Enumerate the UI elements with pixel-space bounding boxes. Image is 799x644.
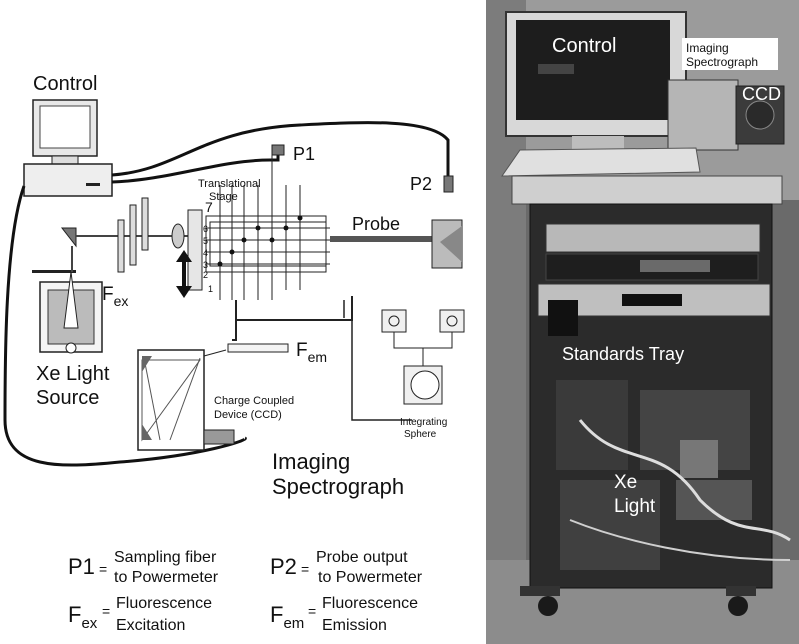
legend-p2-eq: =: [301, 561, 309, 577]
legend-p1-eq: =: [99, 561, 107, 577]
legend-fem-eq: =: [308, 603, 316, 619]
xe-light-source: [32, 270, 102, 353]
photo-monitor: [506, 12, 686, 152]
sphere-label-1: Integrating: [400, 417, 447, 428]
photo-imaging-label-1: Imaging: [686, 41, 729, 55]
legend-fex-def-2: Excitation: [116, 617, 185, 634]
control-label: Control: [33, 73, 97, 95]
legend-fex-key: Fex: [68, 602, 98, 632]
svg-text:2: 2: [203, 270, 208, 280]
legend-p2-key: P2: [270, 554, 297, 579]
svg-text:7: 7: [205, 199, 213, 215]
legend-p1-key: P1: [68, 554, 95, 579]
integrating-sphere-icon: [404, 366, 442, 404]
control-computer-icon: [24, 100, 112, 196]
svg-text:6: 6: [203, 224, 208, 234]
fex-label: Fex: [102, 284, 128, 309]
legend-p1-def-2: to Powermeter: [114, 569, 219, 586]
svg-text:4: 4: [203, 248, 208, 258]
p2-label: P2: [410, 174, 432, 194]
photo-imaging-label-2: Spectrograph: [686, 55, 758, 69]
legend-fem-key: Fem: [270, 602, 304, 632]
svg-text:3: 3: [203, 260, 208, 270]
p1-detector: [272, 145, 284, 155]
probe-label: Probe: [352, 214, 400, 234]
xe-source-label-1: Xe Light: [36, 363, 110, 385]
powermeter-right: [440, 310, 464, 332]
p1-label: P1: [293, 144, 315, 164]
photo-keyboard: [502, 148, 700, 176]
fiber-to-spectrograph: [236, 296, 352, 320]
photo-standards-label: Standards Tray: [562, 344, 684, 364]
legend-fex-def-1: Fluorescence: [116, 595, 212, 612]
legend-p2-def-1: Probe output: [316, 549, 408, 566]
legend-p1-def-1: Sampling fiber: [114, 549, 217, 566]
legend-fem-def-2: Emission: [322, 617, 387, 634]
sphere-label-2: Sphere: [404, 429, 437, 440]
imaging-label-1: Imaging: [272, 449, 350, 474]
stage-label-1: Translational: [198, 178, 261, 190]
instrument-photo: Control Imaging Spectrograph CCD Standar…: [486, 0, 799, 644]
fiber-to-sphere: [232, 320, 236, 340]
photo-cart-top: [512, 176, 782, 204]
photo-xe-label-2: Light: [614, 496, 656, 517]
legend-fex-eq: =: [102, 603, 110, 619]
svg-text:5: 5: [203, 236, 208, 246]
stage-label-2: Stage: [209, 191, 238, 203]
xe-source-label-2: Source: [36, 387, 99, 409]
photo-ccd-label: CCD: [742, 84, 781, 104]
imaging-label-2: Spectrograph: [272, 474, 404, 499]
probe-fiber: [330, 236, 436, 242]
legend-fem-def-1: Fluorescence: [322, 595, 418, 612]
ccd-label-2: Device (CCD): [214, 409, 282, 421]
emission-filter: [228, 344, 288, 352]
powermeter-left: [382, 310, 406, 332]
fem-label: Fem: [296, 340, 327, 365]
photo-xe-label-1: Xe: [614, 472, 637, 493]
photo-control-label: Control: [552, 35, 616, 57]
svg-text:1: 1: [208, 284, 213, 294]
stage-numbers: 7 6 5 4 3 2 1: [203, 199, 213, 294]
schematic: Control P1 P2 Xe Light Source: [5, 73, 464, 499]
p2-detector: [444, 176, 453, 192]
fold-mirror: [62, 228, 76, 246]
stage-dots: [218, 216, 303, 267]
legend-p2-def-2: to Powermeter: [318, 569, 423, 586]
legend: P1 = Sampling fiber to Powermeter P2 = P…: [68, 549, 423, 634]
ccd-label-1: Charge Coupled: [214, 395, 294, 407]
